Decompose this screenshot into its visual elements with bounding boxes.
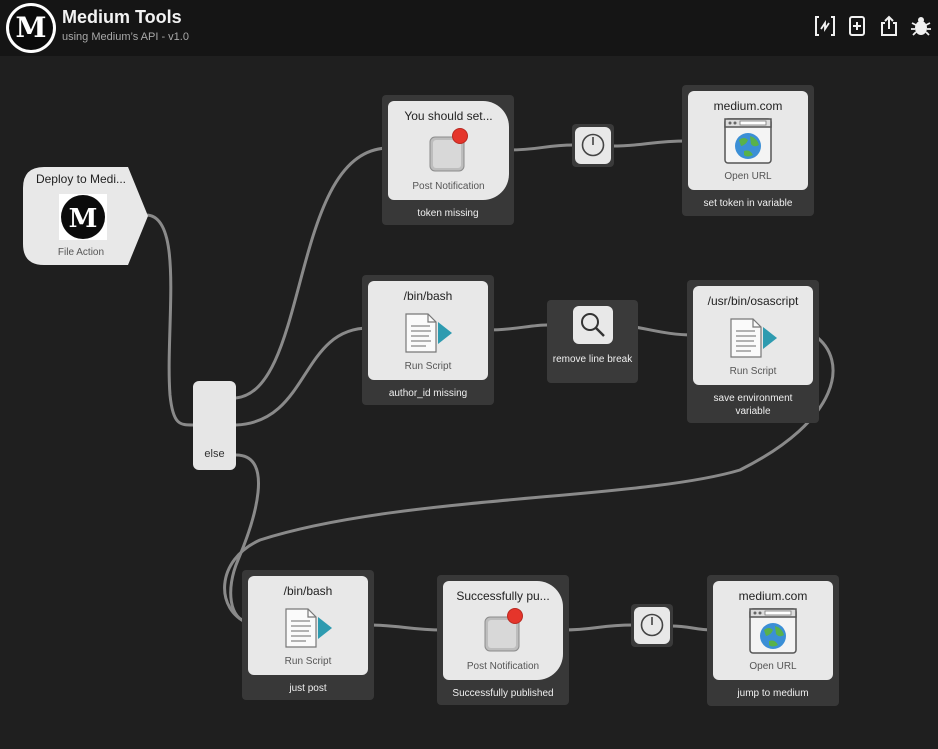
node-title: /bin/bash [403, 289, 453, 303]
node-label: remove line break [552, 354, 633, 365]
wire-notify-delay [507, 143, 576, 152]
wire-bashpost-notify [366, 623, 445, 632]
node-title: medium.com [713, 99, 783, 113]
wire-notify-delay2 [561, 623, 635, 632]
node-type: Open URL [749, 661, 797, 672]
notification-card: You should set... Post Notification [388, 101, 509, 200]
node-type: Run Script [284, 656, 332, 667]
node-title: Deploy to Medi... [35, 172, 127, 186]
node-label: set token in variable [703, 198, 793, 209]
share-icon[interactable] [877, 14, 901, 38]
run-script-card: /bin/bash Run Script [368, 281, 488, 380]
node-label: token missing [417, 208, 479, 219]
notification-badge-icon [452, 128, 468, 144]
wire-conditional-notify [234, 146, 390, 400]
run-script-card: /usr/bin/osascript Run Script [693, 286, 813, 385]
workflow-title: Medium Tools [62, 7, 182, 27]
run-script-node-osascript[interactable]: /usr/bin/osascript Run Script save envir… [687, 280, 819, 423]
conditional-else-label: else [204, 448, 225, 460]
node-type: Run Script [404, 361, 452, 372]
run-script-card: /bin/bash Run Script [248, 576, 368, 675]
magnifier-icon [580, 312, 606, 338]
replace-card [573, 306, 613, 344]
header-bar: M Medium Tools using Medium’s API - v1.0 [0, 0, 938, 56]
wire-bash-replace [486, 323, 549, 332]
script-icon [729, 317, 779, 359]
add-icon[interactable] [845, 14, 869, 38]
node-type: Post Notification [412, 181, 485, 192]
script-icon [284, 607, 334, 649]
node-title: /usr/bin/osascript [707, 294, 799, 308]
notification-node-token[interactable]: You should set... Post Notification toke… [382, 95, 514, 225]
wire-conditional-bash [234, 326, 371, 427]
wire-osa-bashpost [223, 333, 835, 625]
clock-icon [640, 613, 664, 637]
bug-icon[interactable] [909, 14, 933, 38]
node-label: author_id missing [388, 388, 468, 399]
browser-globe-icon [749, 608, 797, 654]
medium-logo-icon: M [6, 3, 56, 53]
node-type: File Action [57, 247, 105, 258]
node-label: Successfully published [452, 688, 554, 699]
delay-card [575, 127, 611, 164]
notification-node-published[interactable]: Successfully pu... Post Notification Suc… [437, 575, 569, 705]
script-icon [404, 312, 454, 354]
node-label: just post [289, 683, 327, 694]
open-url-node-published[interactable]: medium.com Open URL jump to medium [707, 575, 839, 706]
wire-deploy-conditional [144, 213, 195, 427]
notification-card: Successfully pu... Post Notification [443, 581, 563, 680]
logo-letter: M [9, 6, 53, 50]
node-label: jump to medium [737, 688, 809, 699]
node-type: Open URL [724, 171, 772, 182]
node-title: Successfully pu... [456, 589, 550, 603]
node-title: medium.com [738, 589, 808, 603]
open-url-card: medium.com Open URL [713, 581, 833, 680]
node-title: /bin/bash [283, 584, 333, 598]
node-title: You should set... [404, 109, 493, 123]
run-script-node-author[interactable]: /bin/bash Run Script author_id missing [362, 275, 494, 405]
wire-delay-open [610, 139, 690, 148]
run-script-node-post[interactable]: /bin/bash Run Script just post [242, 570, 374, 700]
open-url-card: medium.com Open URL [688, 91, 808, 190]
node-type: Run Script [729, 366, 777, 377]
delay-card [634, 607, 670, 644]
node-type: Post Notification [466, 661, 540, 672]
delay-node[interactable] [572, 124, 614, 167]
replace-node[interactable]: remove line break [547, 300, 638, 383]
notification-badge-icon [507, 608, 523, 624]
workflow-subtitle: using Medium’s API - v1.0 [62, 31, 189, 43]
svg-text:M: M [69, 204, 98, 234]
open-url-node-token[interactable]: medium.com Open URL set token in variabl… [682, 85, 814, 216]
variable-icon[interactable] [813, 14, 837, 38]
clock-icon [581, 133, 605, 157]
delay-node[interactable] [631, 604, 673, 647]
notification-icon [483, 613, 523, 653]
node-label: save environment variable [713, 393, 793, 417]
medium-m-icon: M [59, 194, 107, 240]
browser-globe-icon [724, 118, 772, 164]
conditional-node[interactable]: else [193, 381, 236, 470]
notification-icon [428, 133, 468, 173]
